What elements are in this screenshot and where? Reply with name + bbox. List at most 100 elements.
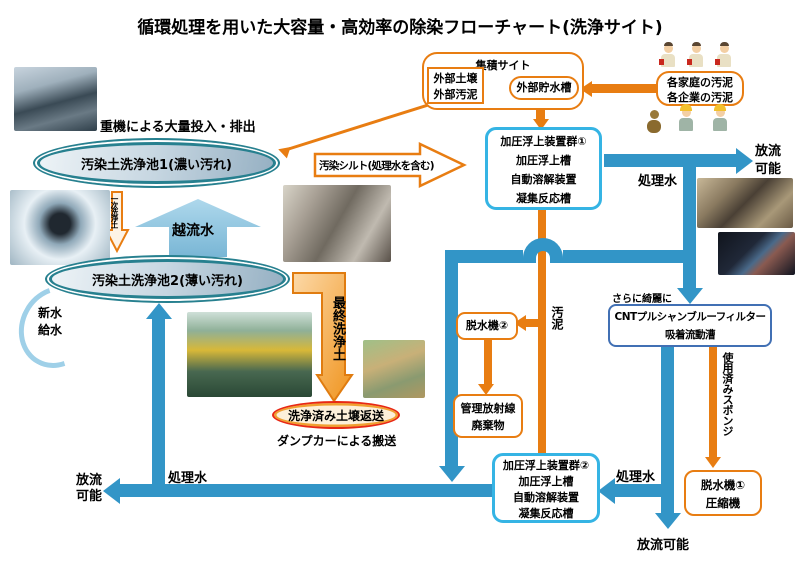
dewatering-1-box: 脱水機① 圧縮機 [684,470,762,516]
pond2-label: 汚染土洗浄池2(薄い汚れ) [92,273,243,289]
arrowhead-into-bottom-line [438,466,465,482]
used-sponge-line [709,347,717,457]
fresh-return-line [152,317,165,485]
external-tank-box: 外部貯水槽 [509,76,579,100]
cleaner-icon [686,42,706,67]
household-sludge-box: 各家庭の汚泥 各企業の汚泥 [656,71,744,106]
photo-excavator [187,312,312,397]
flow-sludge-to-dewater2 [526,319,538,327]
arrowhead-into-flotation2 [598,477,615,504]
treated-water-line-top [604,154,736,167]
waste-line2: 廃棄物 [471,419,505,432]
cnt-line1: CNTプルシャンブルーフィルター [614,311,766,323]
worker-icon [676,104,696,131]
return-soil-label: 洗浄済み土壌返送 [287,408,384,423]
arrowhead-discharge-left [103,477,120,504]
photo-truck-dumping [14,67,97,131]
line-bridge-hop [523,238,563,263]
used-sponge-label: 使用済みスポンジ [721,352,734,436]
treated-water-label-top: 処理水 [638,174,678,189]
cross-line-right [563,250,696,263]
flotation1-line4: 凝集反応槽 [516,192,571,205]
arrowhead-to-pond1 [276,143,291,159]
arrowhead-into-cnt [676,288,703,304]
caption-dump-transport: ダンプカーによる搬送 [277,434,397,448]
discharge-label-top-right: 放流 可能 [755,143,781,179]
photo-drum-equipment [283,185,391,262]
arrowhead-to-dewater1 [705,457,721,468]
cross-line-left [445,250,523,263]
fresh-water-label: 新水 給水 [38,305,62,339]
arrow-overflow-water [135,199,261,257]
flotation1-line2: 加圧浮上槽 [516,154,571,167]
collection-site-title: 集積サイト [475,59,531,72]
cnt-line2: 吸着流動漕 [665,329,716,341]
treated-water-into-flotation2 [614,484,661,497]
company-sludge-line: 各企業の汚泥 [667,91,733,104]
cleaner-icon [658,42,678,67]
flotation-unit-2-box: 加圧浮上装置群② 加圧浮上槽 自動溶解装置 凝集反応槽 [492,453,600,523]
flow-sources-to-tank [592,84,656,93]
contaminated-silt-label: 汚染シルト(処理水を含む) [319,160,435,172]
waste-line1: 管理放射線 [460,402,516,415]
arrowhead-discharge-bottom [654,513,681,529]
flotation-unit-1-box: 加圧浮上装置群① 加圧浮上槽 自動溶解装置 凝集反応槽 [485,127,602,210]
discharge-tr-line1: 放流 [755,144,782,159]
cnt-filter-box: CNTプルシャンブルーフィルター 吸着流動漕 [608,304,772,347]
bag-figure-icon [644,110,664,133]
overflow-water-label: 越流水 [172,223,214,239]
cnt-out-line [661,347,674,513]
dewatering-2-label: 脱水機② [465,319,509,332]
flotation2-line2: 加圧浮上槽 [518,475,574,488]
pond1-ellipse: 汚染土洗浄池1(濃い汚れ) [33,138,280,188]
note-even-cleaner: さらに綺麗に [612,294,672,305]
flow-dewater2-to-waste [484,340,492,384]
cleaner-icon [714,42,734,67]
final-wash-soil-label: 最終洗浄土 [330,296,345,361]
treated-water-label-right: 処理水 [616,470,656,485]
sludge-label: 汚泥 [550,306,564,330]
flotation2-line4: 凝集反応槽 [518,507,574,520]
radioactive-waste-box: 管理放射線 廃棄物 [453,394,523,438]
flow-tank-to-flotation1 [536,103,545,119]
arrow-primary-wash-soil [104,191,130,254]
flotation1-line1: 加圧浮上装置群① [500,135,587,148]
pond2-ellipse: 汚染土洗浄池2(薄い汚れ) [45,255,290,303]
treated-water-label-bottom: 処理水 [168,471,208,486]
discharge-tr-line2: 可能 [755,162,782,177]
primary-wash-soil-label: 一次洗浄土 [110,195,119,228]
flotation1-line3: 自動溶解装置 [510,173,577,186]
flotation2-line3: 自動溶解装置 [513,491,579,504]
branch-down-line [683,160,696,288]
external-soil-box: 外部土壌 外部汚泥 [427,67,484,104]
photo-dump-truck [363,340,425,398]
external-tank-label: 外部貯水槽 [516,81,572,94]
dewatering-2-box: 脱水機② [456,312,518,340]
arrow-final-wash-soil [292,272,354,403]
discharge-bl-line2: 可能 [76,489,103,504]
return-soil-ellipse: 洗浄済み土壌返送 [272,401,400,429]
arrowhead-to-flotation1 [532,119,549,130]
page-title: 循環処理を用いた大容量・高効率の除染フローチャート(洗浄サイト) [137,18,663,38]
photo-aerator [10,190,110,265]
discharge-label-bottom-right: 放流可能 [637,538,690,553]
worker-icon [710,104,730,131]
sludge-line [538,208,546,453]
fresh-water-line2: 給水 [38,323,63,337]
discharge-bl-line1: 放流 [76,473,103,488]
discharge-label-bottom-left: 放流 可能 [76,473,102,505]
fresh-water-line1: 新水 [38,306,63,320]
household-sludge-line: 各家庭の汚泥 [667,76,733,89]
arrowhead-into-pond2 [145,303,172,319]
caption-heavy-machinery: 重機による大量投入・排出 [100,120,256,135]
external-soil-line: 外部土壌 [433,72,478,85]
dewatering-1-line1: 脱水機① [700,478,746,492]
external-sludge-line: 外部汚泥 [433,88,478,101]
arrowhead-to-waste [478,384,494,395]
dewatering-1-line2: 圧縮機 [705,496,741,510]
arrow-contaminated-silt [313,142,467,188]
bottom-treated-water-line [120,484,492,497]
arrowhead-discharge-top [736,147,753,174]
pond1-label: 汚染土洗浄池1(濃い汚れ) [81,157,232,173]
